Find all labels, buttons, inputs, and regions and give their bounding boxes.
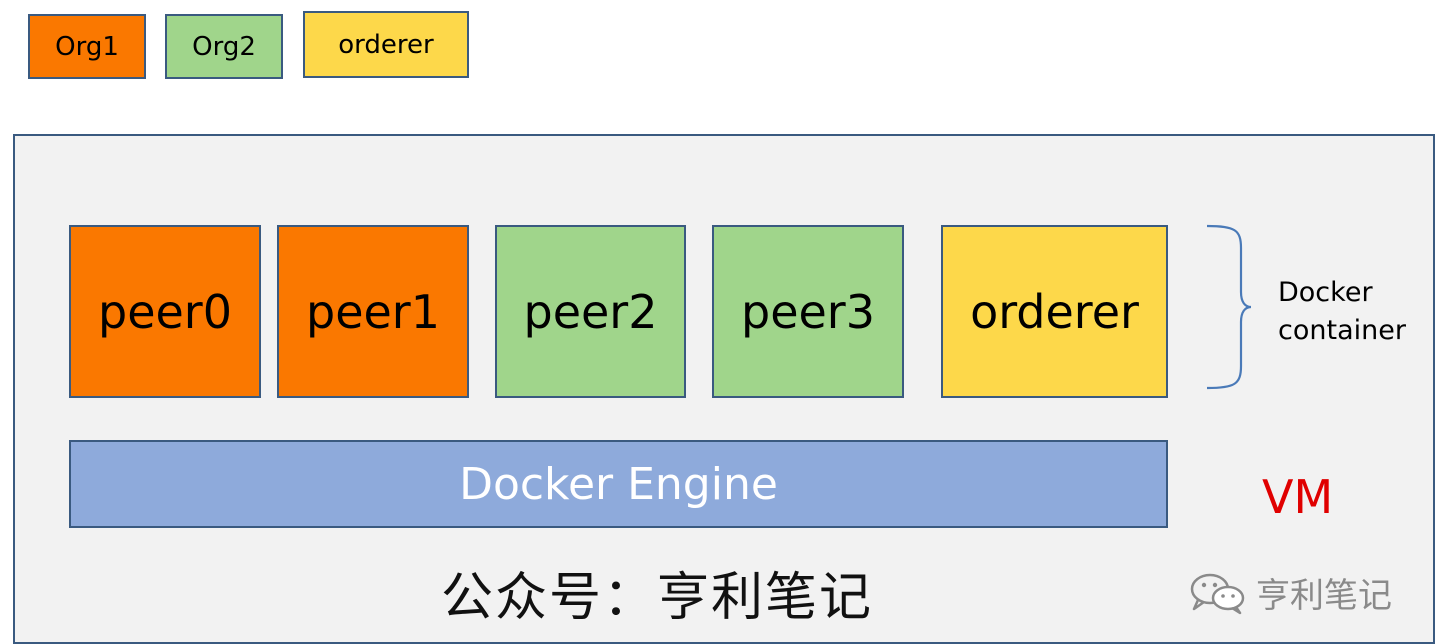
legend-org1: Org1 xyxy=(28,14,146,79)
legend-org2: Org2 xyxy=(165,14,283,79)
legend-org2-label: Org2 xyxy=(192,31,256,62)
legend-orderer-label: orderer xyxy=(338,29,434,60)
container-peer1: peer1 xyxy=(277,225,469,398)
wechat-icon xyxy=(1190,573,1245,614)
container-peer0: peer0 xyxy=(69,225,261,398)
container-orderer: orderer xyxy=(941,225,1168,398)
watermark-text: 亨利笔记 xyxy=(1256,576,1392,616)
vm-label: VM xyxy=(1262,470,1334,524)
docker-engine-layer: Docker Engine xyxy=(69,440,1168,528)
legend-orderer: orderer xyxy=(303,11,469,78)
docker-container-label-line1: Docker xyxy=(1278,277,1373,308)
legend-org1-label: Org1 xyxy=(55,31,119,62)
docker-engine-label: Docker Engine xyxy=(459,458,778,510)
container-label: peer1 xyxy=(306,284,440,339)
wechat-account-text: 公众号：亨利笔记 xyxy=(441,568,874,628)
container-label: peer2 xyxy=(523,284,658,339)
docker-container-label: Docker container xyxy=(1278,274,1406,350)
container-peer3: peer3 xyxy=(712,225,904,398)
curly-brace-icon xyxy=(1206,224,1252,390)
docker-container-label-line2: container xyxy=(1278,315,1406,346)
container-label: peer0 xyxy=(98,284,232,339)
container-peer2: peer2 xyxy=(495,225,686,398)
container-label: peer3 xyxy=(741,284,875,339)
container-label: orderer xyxy=(970,284,1139,339)
watermark: 亨利笔记 xyxy=(1188,568,1392,617)
